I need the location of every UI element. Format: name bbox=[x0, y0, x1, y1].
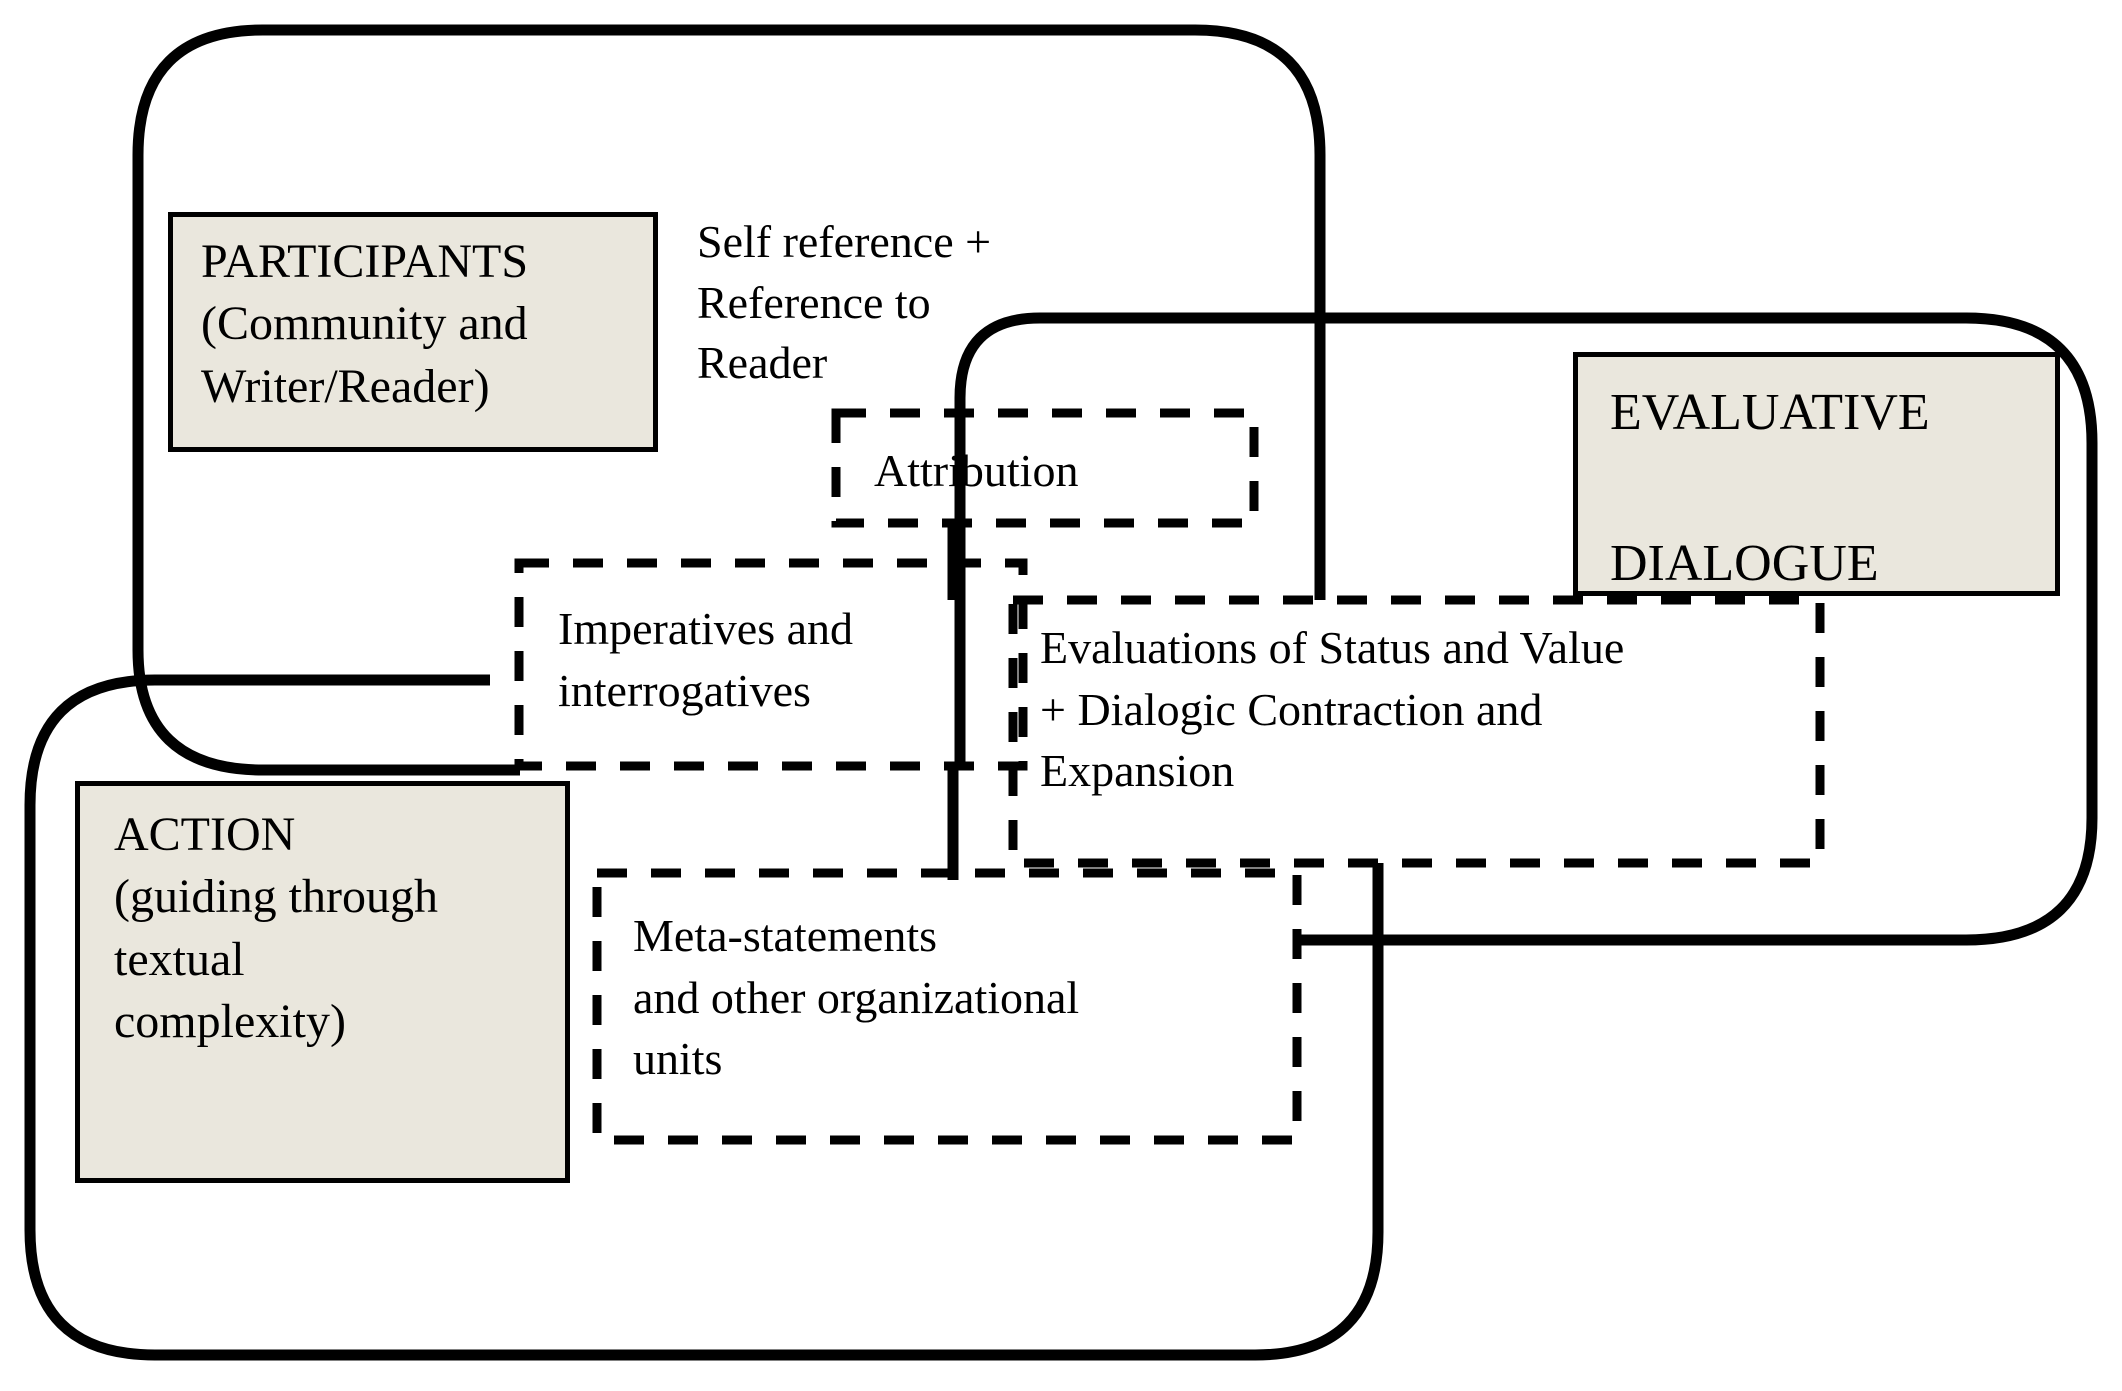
action-box: ACTION (guiding through textual complexi… bbox=[75, 781, 570, 1183]
action-region-outline bbox=[24, 674, 1384, 1361]
meta-statements-box-outline bbox=[592, 868, 1302, 1145]
participants-region-outline-left bbox=[132, 24, 520, 776]
self-reference-label: Self reference + Reference to Reader bbox=[697, 216, 992, 389]
evaluative-region-outline-elbow bbox=[954, 312, 1041, 480]
imperatives-box-outline bbox=[514, 558, 1028, 771]
meta-statements-label: Meta-statements and other organizational… bbox=[633, 910, 1080, 1085]
participants-box: PARTICIPANTS (Community and Writer/Reade… bbox=[168, 212, 658, 452]
participants-region-outline-top bbox=[263, 24, 1326, 600]
imperatives-label: Imperatives and interrogatives bbox=[558, 603, 854, 716]
evaluations-label: Evaluations of Status and Value + Dialog… bbox=[1040, 622, 1625, 797]
evaluative-dialogue-box: EVALUATIVE DIALOGUE bbox=[1573, 352, 2060, 596]
evaluations-box-outline bbox=[1008, 595, 1825, 868]
attribution-label: Attribution bbox=[874, 445, 1079, 496]
evaluative-region-outline-right bbox=[1040, 312, 2098, 946]
attribution-box-outline bbox=[831, 408, 1259, 528]
